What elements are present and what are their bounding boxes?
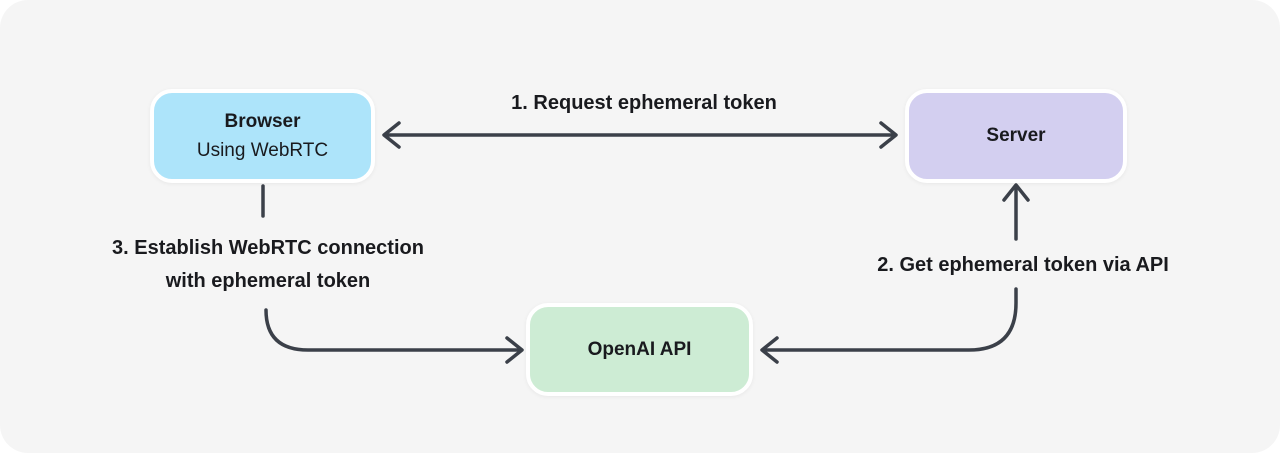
arrow-server-up-head — [1002, 183, 1030, 202]
arrow-browser-server-left-head — [382, 121, 401, 149]
label-establish-webrtc-line1: 3. Establish WebRTC connection — [112, 237, 424, 259]
label-establish-webrtc: 3. Establish WebRTC connection with ephe… — [88, 232, 448, 298]
arrow-browser-server-right-head — [879, 121, 898, 149]
label-request-ephemeral-token: 1. Request ephemeral token — [511, 92, 777, 114]
arrow-browser-openai-line — [264, 308, 522, 352]
browser-subtitle: Using WebRTC — [196, 140, 329, 161]
node-browser: Browser Using WebRTC — [150, 89, 375, 183]
node-server: Server — [905, 89, 1127, 183]
browser-title: Browser — [224, 110, 301, 132]
server-title: Server — [986, 125, 1046, 147]
arrow-server-openai-line — [762, 287, 1018, 352]
arrow-server-openai-left-head — [760, 336, 779, 364]
node-openai: OpenAI API — [526, 303, 753, 396]
label-get-ephemeral-token: 2. Get ephemeral token via API — [877, 254, 1169, 276]
label-establish-webrtc-line2: with ephemeral token — [165, 270, 371, 292]
openai-title: OpenAI API — [587, 338, 692, 360]
arrow-browser-openai-right-head — [505, 336, 524, 364]
